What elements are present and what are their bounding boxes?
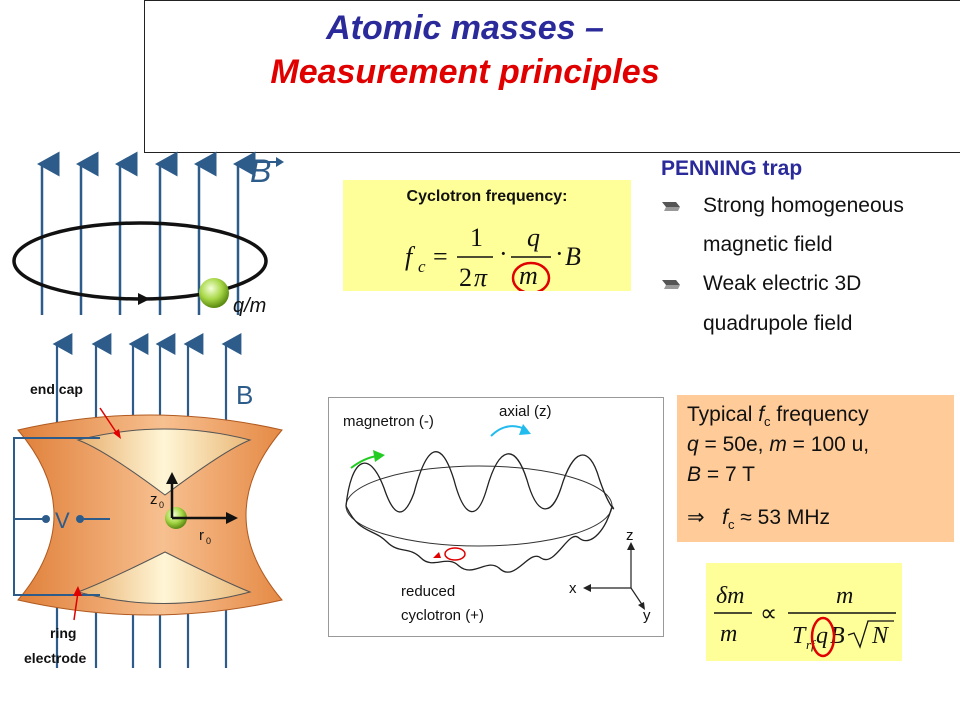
ring-label-1: ring bbox=[50, 625, 76, 641]
svg-text:N: N bbox=[871, 623, 890, 649]
orbit-ellipse bbox=[12, 221, 268, 301]
cyclotron-formula-box: Cyclotron frequency: f c = 1 2 π · q m ·… bbox=[343, 180, 631, 291]
svg-text:T: T bbox=[792, 623, 807, 649]
penning-trap-diagram: z 0 r 0 V end cap ring electrode B bbox=[13, 333, 283, 668]
bullet-icon bbox=[662, 202, 680, 211]
reduced-label-2: cyclotron (+) bbox=[401, 607, 484, 624]
field-lines bbox=[37, 151, 256, 315]
svg-text:q: q bbox=[527, 223, 540, 252]
svg-text:q: q bbox=[816, 623, 828, 649]
svg-text:r: r bbox=[199, 527, 204, 544]
charge-mass-label: q/m bbox=[233, 295, 266, 317]
axis-x-label: x bbox=[569, 580, 577, 597]
svg-text:0: 0 bbox=[206, 536, 211, 546]
page-title: Atomic masses – bbox=[326, 9, 604, 47]
svg-text:f: f bbox=[405, 242, 416, 271]
charge-highlight-circle bbox=[810, 616, 836, 658]
svg-text:0: 0 bbox=[159, 500, 164, 510]
svg-text:m: m bbox=[519, 261, 538, 290]
bullet-1-line1: Strong homogeneous bbox=[703, 194, 904, 217]
voltage-label: V bbox=[55, 508, 70, 533]
mass-highlight-circle bbox=[511, 261, 551, 291]
cyclotron-label: Cyclotron frequency: bbox=[406, 188, 568, 205]
svg-text:m: m bbox=[720, 621, 737, 647]
end-cap-label: end cap bbox=[30, 381, 83, 397]
resolution-formula: δm m ∝ m T rf q B N bbox=[714, 583, 896, 658]
axial-label: axial (z) bbox=[499, 403, 552, 420]
ion-motion-svg: magnetron (-) axial (z) reduced cyclotro… bbox=[343, 403, 651, 624]
trap-field-label: B bbox=[236, 380, 253, 410]
end-cap-bottom bbox=[76, 551, 252, 604]
svg-text:δm: δm bbox=[716, 583, 745, 609]
end-cap-top bbox=[76, 428, 252, 496]
field-orbit-diagram: B q/m bbox=[12, 151, 284, 317]
bullet-icon bbox=[662, 280, 680, 289]
ring-electrode bbox=[17, 414, 283, 616]
svg-text:2: 2 bbox=[459, 263, 472, 291]
typical-q-m: q = 50e, m = 100 u, bbox=[687, 433, 870, 456]
reduced-label-1: reduced bbox=[401, 583, 455, 600]
svg-text:·: · bbox=[555, 239, 564, 268]
svg-text:B: B bbox=[565, 242, 581, 271]
typical-result: ⇒ fc ≈ 53 MHz bbox=[687, 506, 831, 533]
svg-text:·: · bbox=[499, 239, 508, 268]
svg-text:∝: ∝ bbox=[760, 601, 777, 627]
axis-y-label: y bbox=[643, 607, 651, 624]
ring-label-2: electrode bbox=[24, 650, 86, 666]
magnetron-label: magnetron (-) bbox=[343, 413, 434, 430]
svg-text:rf: rf bbox=[806, 637, 817, 652]
voltage-circuit bbox=[13, 437, 110, 596]
bullet-2-line1: Weak electric 3D bbox=[703, 272, 862, 295]
cyclotron-formula: f c = 1 2 π · q m · B bbox=[405, 223, 581, 291]
resolution-formula-box: δm m ∝ m T rf q B N bbox=[706, 563, 902, 661]
svg-text:z: z bbox=[150, 491, 158, 508]
orbit-arrow-icon bbox=[138, 293, 150, 305]
ion-particle bbox=[199, 278, 229, 308]
svg-text:π: π bbox=[474, 263, 488, 291]
svg-text:1: 1 bbox=[470, 223, 483, 252]
ion-motion-diagram: magnetron (-) axial (z) reduced cyclotro… bbox=[328, 397, 664, 637]
title-box: Atomic masses – Measurement principles bbox=[144, 0, 960, 153]
typical-frequency-box: Typical fc frequency q = 50e, m = 100 u,… bbox=[677, 395, 954, 542]
svg-text:=: = bbox=[433, 242, 448, 271]
page-subtitle: Measurement principles bbox=[270, 53, 660, 91]
field-vector-label: B bbox=[250, 153, 271, 189]
bullet-2-line2: quadrupole field bbox=[703, 312, 853, 335]
typical-heading: Typical fc frequency bbox=[687, 403, 869, 430]
axis-z-label: z bbox=[626, 527, 634, 544]
ion-trajectory bbox=[345, 451, 615, 573]
bullet-1-line2: magnetic field bbox=[703, 233, 833, 256]
typical-b: B = 7 T bbox=[687, 463, 755, 486]
penning-title: PENNING trap bbox=[661, 157, 803, 180]
svg-text:m: m bbox=[836, 583, 853, 609]
svg-text:c: c bbox=[418, 257, 426, 276]
